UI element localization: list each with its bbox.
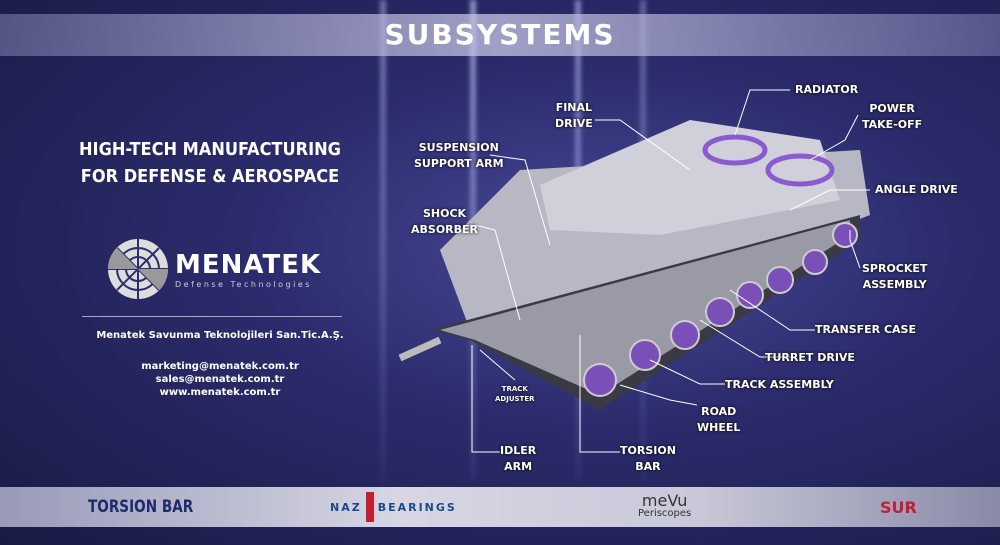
label-radiator: RADIATOR — [795, 83, 859, 96]
email-marketing-link[interactable]: marketing@menatek.com.tr — [141, 361, 299, 372]
headline-line: FOR DEFENSE & AEROSPACE — [80, 166, 340, 187]
website-link[interactable]: www.menatek.com.tr — [159, 387, 281, 398]
menatek-logo: MENATEK Defense Technologies — [107, 238, 321, 300]
headline-line: HIGH-TECH MANUFACTURING — [79, 139, 341, 160]
company-name: Menatek Savunma Teknolojileri San.Tic.A.… — [96, 330, 344, 341]
divider — [82, 316, 342, 317]
leader-lines — [471, 89, 870, 453]
label-angle-drive: ANGLE DRIVE — [875, 183, 958, 196]
label-transfer-case: TRANSFER CASE — [815, 323, 916, 336]
label-track-assembly: TRACK ASSEMBLY — [725, 378, 834, 391]
email-sales-link[interactable]: sales@menatek.com.tr — [155, 374, 285, 385]
naz-bearing-icon — [365, 492, 374, 522]
title-bar: SUBSYSTEMS — [0, 14, 1000, 56]
contacts: marketing@menatek.com.tr sales@menatek.c… — [60, 360, 380, 399]
brand-tagline: Defense Technologies — [175, 279, 312, 289]
label-turret-drive: TURRET DRIVE — [765, 351, 855, 364]
headline: HIGH-TECH MANUFACTURING FOR DEFENSE & AE… — [60, 136, 360, 190]
road-wheels — [583, 222, 858, 397]
page-title: SUBSYSTEMS — [384, 18, 616, 51]
brand-name: MENATEK — [175, 249, 322, 280]
tank-gun — [398, 336, 442, 362]
menatek-emblem-icon — [108, 239, 168, 299]
torsion-bar-logo: TORSION BAR — [88, 497, 194, 517]
sur-logo: SUR — [880, 497, 917, 517]
